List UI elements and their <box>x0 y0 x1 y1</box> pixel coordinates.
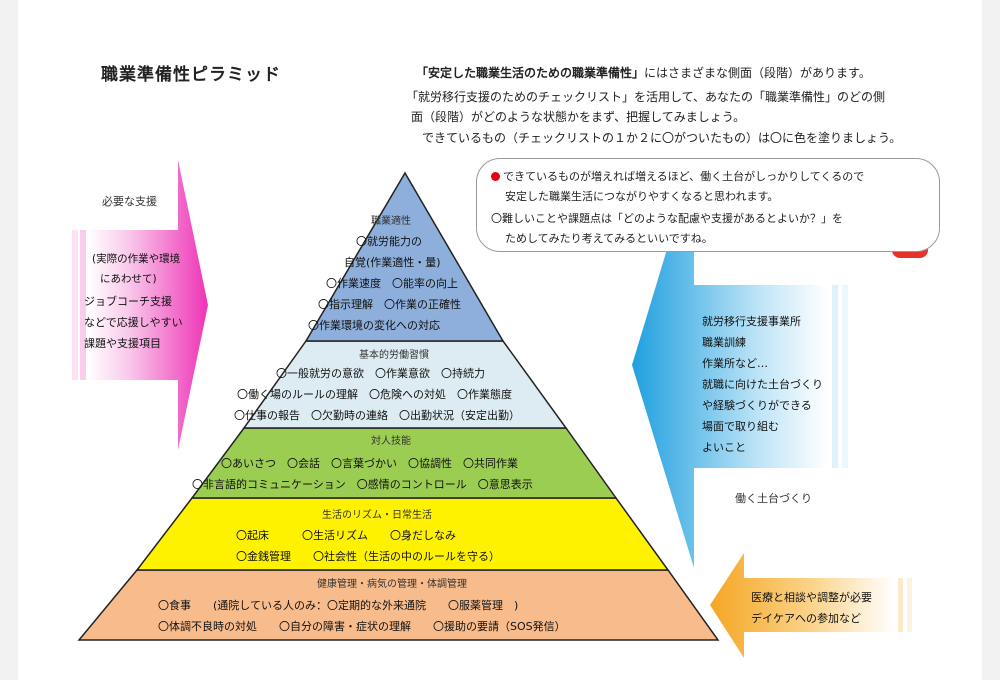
left-support-line-3: ジョブコーチ支援 <box>84 295 172 308</box>
bubble-line-2: 安定した職業生活につながりやすくなると思われます。 <box>505 190 779 203</box>
right-support-line-4: 就職に向けた土台づくり <box>702 378 823 391</box>
left-support-line-5: 課題や支援項目 <box>84 337 161 350</box>
document-page: 職業準備性ピラミッド 「安定した職業生活のための職業準備性」にはさまざまな側面（… <box>18 0 982 680</box>
tier-1-item: 〇指示理解 〇作業の正確性 <box>318 298 461 311</box>
bottom-support-arrow <box>710 553 912 658</box>
tier-1-label: 職業適性 <box>371 216 411 227</box>
bottom-support-line-2: デイケアへの参加など <box>751 612 861 625</box>
tier-4-item: 〇金銭管理 〇社会性（生活の中のルールを守る） <box>236 550 500 563</box>
tier-1-item: 自覚(作業適性・量) <box>344 256 441 269</box>
right-support-line-5: や経験づくりができる <box>702 399 812 412</box>
bubble-line-4: ためしてみたり考えてみるといいですね。 <box>505 232 713 245</box>
intro-line-4: できているもの（チェックリストの１か２に〇がついたもの）は〇に色を塗りましょう。 <box>422 131 902 145</box>
right-support-line-1: 就労移行支援事業所 <box>702 315 801 328</box>
bubble-line-1-text: できているものが増えれば増えるほど、働く土台がしっかりしてくるので <box>503 170 865 183</box>
left-support-heading: 必要な支援 <box>102 195 157 208</box>
right-support-caption: 働く土台づくり <box>735 492 812 505</box>
tier-3-item: 〇非言語的コミュニケーション 〇感情のコントロール 〇意思表示 <box>192 478 533 491</box>
left-support-arrow <box>72 160 208 450</box>
tier-1-item: 〇就労能力の <box>356 235 422 248</box>
red-bullet-icon <box>491 172 500 181</box>
speech-bubble: できているものが増えれば増えるほど、働く土台がしっかりしてくるので 安定した職業… <box>476 158 940 252</box>
right-support-line-2: 職業訓練 <box>702 336 746 349</box>
right-support-line-3: 作業所など… <box>702 357 768 370</box>
page-title: 職業準備性ピラミッド <box>101 65 281 85</box>
intro-line-2: 「就労移行支援のためのチェックリスト」を活用して、あなたの「職業準備性」のどの側 <box>406 90 886 104</box>
bottom-support-line-1: 医療と相談や調整が必要 <box>751 591 872 604</box>
tier-2-item: 〇働く場のルールの理解 〇危険への対処 〇作業態度 <box>237 388 512 401</box>
tier-5-item: 〇体調不良時の対処 〇自分の障害・症状の理解 〇援助の要請（SOS発信） <box>158 620 566 633</box>
tier-1-item: 〇作業速度 〇能率の向上 <box>326 277 458 290</box>
tier-4-item: 〇起床 〇生活リズム 〇身だしなみ <box>236 529 456 542</box>
tier-2-item: 〇一般就労の意欲 〇作業意欲 〇持続力 <box>276 367 485 380</box>
right-support-arrow <box>632 160 848 568</box>
tier-5-label: 健康管理・病気の管理・体調管理 <box>317 579 467 590</box>
pyramid-graphic <box>72 160 938 658</box>
bubble-line-3: 〇難しいことや課題点は「どのような配慮や支援があるとよいか？」を <box>491 212 843 225</box>
right-support-line-7: よいこと <box>702 441 746 454</box>
left-support-line-4: などで応援しやすい <box>84 316 183 329</box>
tier-3-label: 対人技能 <box>371 436 411 447</box>
intro-line-3: 面（段階）がどのような状態かをまず、把握してみましょう。 <box>411 110 746 124</box>
tier-2-label: 基本的労働習慣 <box>359 350 429 361</box>
tier-5-item: 〇食事 (通院している人のみ：〇定期的な外来通院 〇服薬管理 ) <box>158 599 519 612</box>
intro-line-1: 「安定した職業生活のための職業準備性」にはさまざまな側面（段階）があります。 <box>416 63 871 83</box>
pyramid-tier-1 <box>304 171 505 342</box>
tier-2-item: 〇仕事の報告 〇欠勤時の連絡 〇出勤状況（安定出勤） <box>234 409 520 422</box>
tier-3-item: 〇あいさつ 〇会話 〇言葉づかい 〇協調性 〇共同作業 <box>221 457 518 470</box>
intro-emphasis: 「安定した職業生活のための職業準備性」 <box>416 66 645 80</box>
intro-line-1-rest: にはさまざまな側面（段階）があります。 <box>644 66 871 80</box>
bubble-line-1: できているものが増えれば増えるほど、働く土台がしっかりしてくるので <box>491 169 864 185</box>
tier-1-item: 〇作業環境の変化への対応 <box>308 319 440 332</box>
left-support-line-1: (実際の作業や環境 <box>92 253 181 265</box>
tier-4-label: 生活のリズム・日常生活 <box>322 510 432 521</box>
left-support-line-2: にあわせて) <box>100 273 157 285</box>
right-support-line-6: 場面で取り組む <box>702 420 779 433</box>
